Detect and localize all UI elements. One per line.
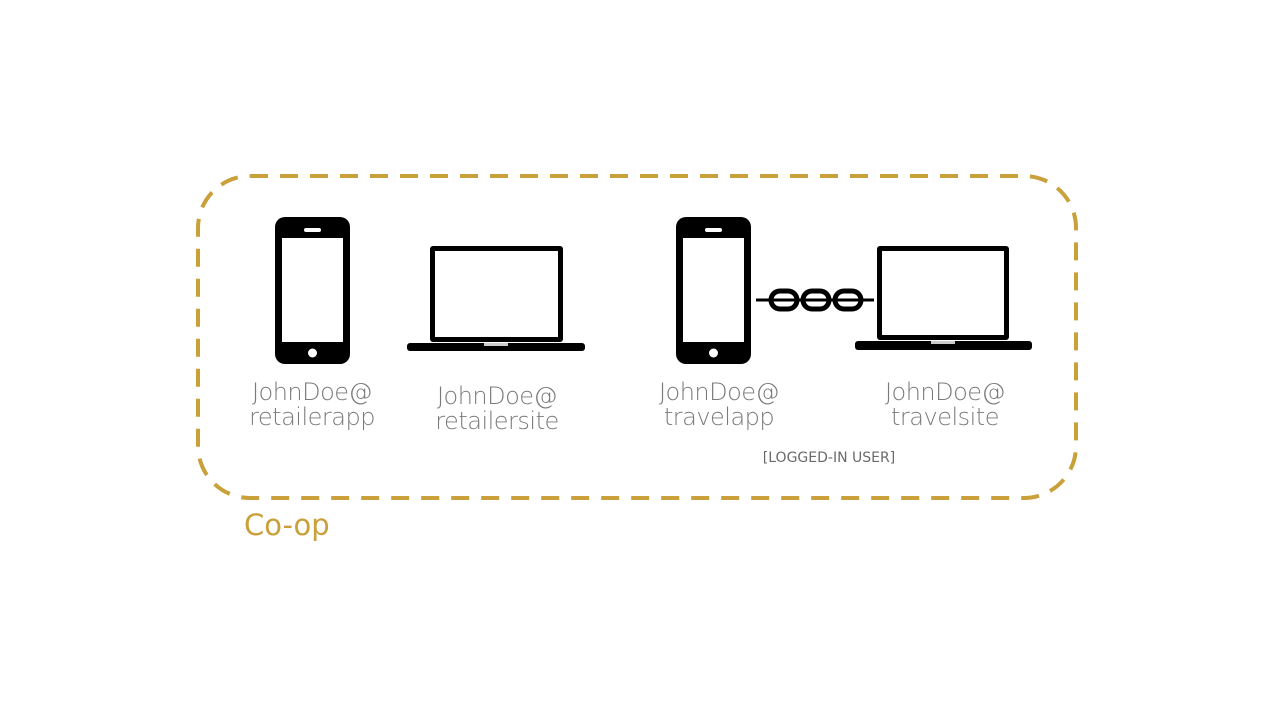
device-label-line1: JohnDoe@ <box>658 378 780 406</box>
device-label-line1: JohnDoe@ <box>884 378 1006 406</box>
logged-in-user-note: [LOGGED-IN USER] <box>762 450 896 466</box>
device-label-line2: travelsite <box>891 403 999 431</box>
chain-link-icon <box>756 288 874 312</box>
device-label-line2: retailersite <box>435 407 559 435</box>
phone-icon <box>676 217 751 364</box>
laptop-icon <box>407 246 585 351</box>
phone-icon <box>275 217 350 364</box>
coop-group-border <box>196 174 1078 500</box>
device-label-line2: retailerapp <box>249 403 375 431</box>
device-label-retailersite: JohnDoe@ retailersite <box>397 384 597 434</box>
device-label-line1: JohnDoe@ <box>251 378 373 406</box>
laptop-icon <box>855 246 1032 350</box>
device-label-retailerapp: JohnDoe@ retailerapp <box>212 380 412 430</box>
coop-group-label: Co-op <box>244 508 330 542</box>
device-label-line2: travelapp <box>663 403 775 431</box>
device-label-travelapp: JohnDoe@ travelapp <box>619 380 819 430</box>
device-label-line1: JohnDoe@ <box>436 382 558 410</box>
device-label-travelsite: JohnDoe@ travelsite <box>845 380 1045 430</box>
